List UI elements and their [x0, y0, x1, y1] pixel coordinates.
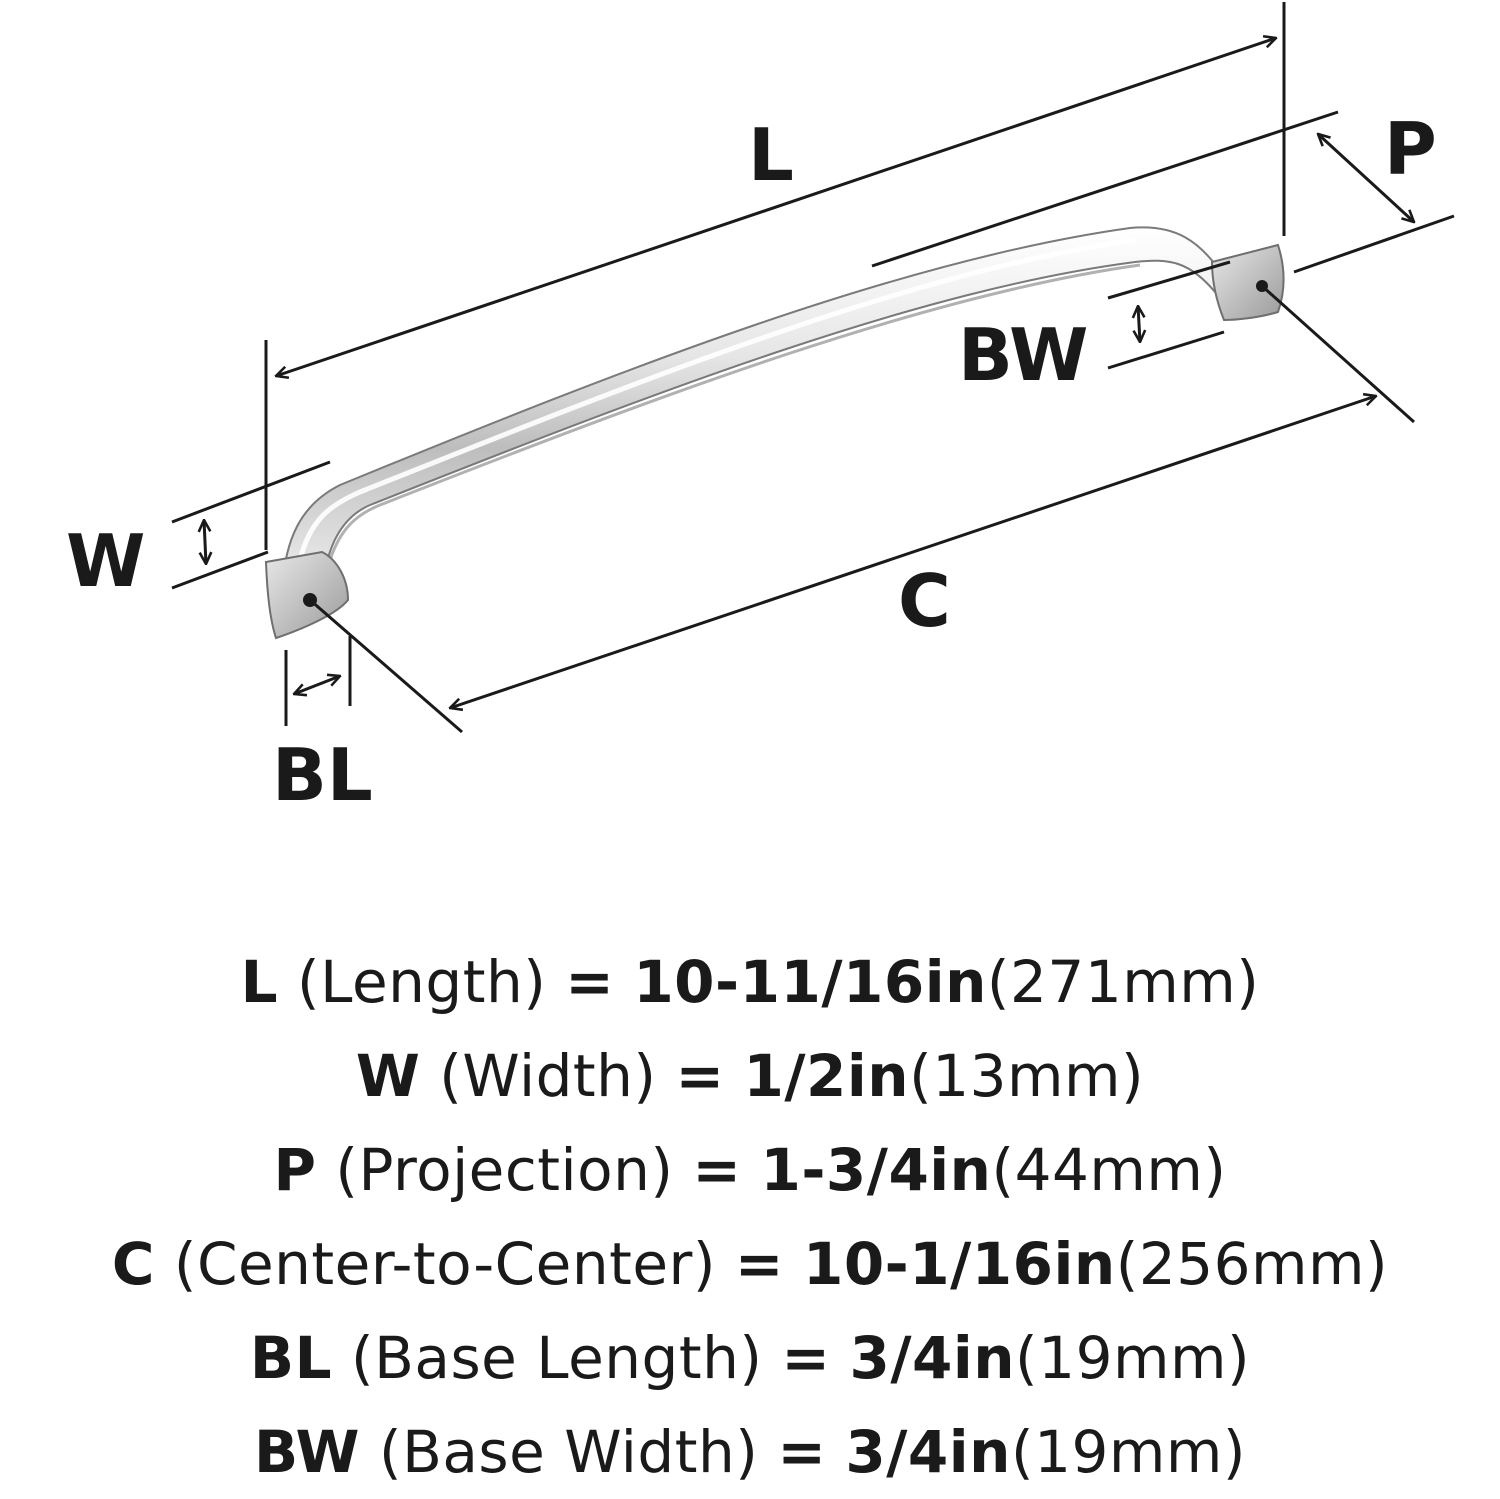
center-arrow: [450, 396, 1376, 708]
label-base-length: BL: [272, 733, 373, 817]
right-base: [1210, 243, 1285, 322]
spec-imperial: 1/2in: [743, 1042, 910, 1110]
label-projection: P: [1384, 107, 1437, 191]
spec-equals: =: [675, 1042, 725, 1110]
width-arrow: [204, 520, 206, 564]
base-length-arrow: [294, 676, 340, 694]
spec-row-base-length: BL (Base Length) = 3/4in(19mm): [0, 1311, 1500, 1405]
spec-metric: (44mm): [991, 1136, 1227, 1204]
base-width-arrow: [1138, 306, 1140, 342]
length-arrow: [276, 38, 1276, 376]
spec-equals: =: [777, 1418, 827, 1486]
label-length: L: [748, 113, 794, 197]
spec-metric: (271mm): [986, 948, 1260, 1016]
spec-key: L: [240, 948, 279, 1016]
spec-description: (Center-to-Center): [173, 1230, 716, 1298]
spec-description: (Base Width): [378, 1418, 759, 1486]
spec-equals: =: [781, 1324, 831, 1392]
spec-equals: =: [734, 1230, 785, 1298]
handle-highlight: [297, 237, 1136, 561]
spec-imperial: 1-3/4in: [760, 1136, 992, 1204]
spec-metric: (19mm): [1015, 1324, 1251, 1392]
spec-imperial: 3/4in: [845, 1418, 1011, 1486]
dimension-lines: [171, 2, 1455, 734]
label-width: W: [66, 519, 145, 603]
cabinet-pull-handle: [264, 226, 1285, 640]
spec-metric: (19mm): [1010, 1418, 1246, 1486]
spec-description: (Width): [439, 1042, 657, 1110]
projection-arrow: [1318, 134, 1414, 222]
spec-key: C: [111, 1230, 155, 1298]
spec-imperial: 10-11/16in: [633, 948, 987, 1016]
handle-dimension-diagram: L P BW W C BL: [66, 2, 1455, 817]
handle-bar: [280, 226, 1227, 597]
spec-key: BW: [253, 1418, 360, 1486]
spec-equals: =: [692, 1136, 742, 1204]
spec-description: (Length): [297, 948, 547, 1016]
spec-imperial: 3/4in: [849, 1324, 1016, 1392]
label-base-width: BW: [958, 313, 1088, 397]
spec-row-length: L (Length) = 10-11/16in(271mm): [0, 935, 1500, 1029]
spec-imperial: 10-1/16in: [802, 1230, 1116, 1298]
spec-row-projection: P (Projection) = 1-3/4in(44mm): [0, 1123, 1500, 1217]
spec-equals: =: [565, 948, 615, 1016]
spec-key: W: [355, 1042, 421, 1110]
label-center: C: [898, 559, 951, 643]
specification-list: L (Length) = 10-11/16in(271mm) W (Width)…: [0, 935, 1500, 1499]
spec-row-center: C (Center-to-Center) = 10-1/16in(256mm): [0, 1217, 1500, 1311]
spec-key: BL: [249, 1324, 333, 1392]
spec-key: P: [273, 1136, 317, 1204]
spec-row-base-width: BW (Base Width) = 3/4in(19mm): [0, 1405, 1500, 1499]
spec-description: (Base Length): [351, 1324, 763, 1392]
spec-metric: (256mm): [1115, 1230, 1389, 1298]
spec-row-width: W (Width) = 1/2in(13mm): [0, 1029, 1500, 1123]
spec-description: (Projection): [335, 1136, 674, 1204]
spec-metric: (13mm): [909, 1042, 1145, 1110]
